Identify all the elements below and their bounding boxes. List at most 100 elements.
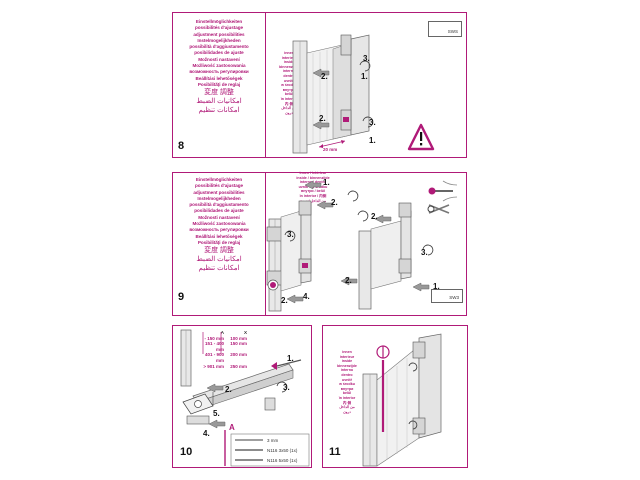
label-line: Posibilităţi de reglaj — [197, 81, 241, 87]
right-frame-post — [340, 34, 370, 136]
panel-divider — [265, 13, 266, 157]
instruction-panel-9: Einstellmöglichkeiten possibilités d'aju… — [172, 171, 467, 316]
wall-profile — [180, 329, 192, 387]
adjustment-labels: Einstellmöglichkeiten possibilités d'aju… — [177, 177, 261, 273]
label-line: Možnosti nastavení — [198, 56, 240, 62]
hardware-label: N116 5x50 (1x) — [267, 458, 298, 463]
step-label: 2. — [319, 114, 326, 123]
wrench-icon — [428, 180, 458, 202]
step-label: 3. — [363, 54, 370, 63]
rotate-arrow — [408, 362, 418, 430]
hardware-label: N116 3x50 (1x) — [267, 448, 298, 453]
tension-rod — [376, 345, 390, 432]
rotate-arrow — [359, 60, 374, 128]
label-line: Posibilităţi de reglaj — [197, 239, 241, 245]
step-label: 2. — [225, 385, 232, 394]
adjust-knob-icon — [267, 279, 279, 291]
step-label: 4. — [303, 292, 310, 301]
step-number: 9 — [178, 291, 185, 303]
drill-icon — [271, 359, 302, 370]
label-line: Možnosti nastavení — [198, 214, 240, 220]
label-line: Możliwość zastosowania — [192, 63, 246, 69]
step-label: 1. — [433, 282, 440, 291]
label-line: Einstellmöglichkeiten — [195, 177, 243, 182]
step-label: 2. — [371, 212, 378, 221]
label-line: امكانيات الضبط — [196, 98, 242, 106]
left-frame-post — [292, 40, 308, 154]
step-label: 3. — [421, 248, 428, 257]
step-number: 11 — [329, 446, 341, 458]
step-label: 5. — [213, 409, 220, 418]
step-label: 4. — [203, 429, 210, 438]
warning-icon — [407, 123, 435, 151]
adjustment-labels: Einstellmöglichkeiten possibilités d'aju… — [177, 19, 261, 115]
label-line: Beállítási lehetőségek — [195, 75, 243, 81]
left-frame-post — [362, 373, 378, 467]
step-label: 3. — [287, 230, 294, 239]
label-line: Instelmogelijkheden — [197, 195, 241, 201]
rotate-arrow — [276, 381, 288, 393]
product-code-box: SW3 — [431, 289, 463, 303]
step-label: 2. — [345, 276, 352, 285]
bracket-clip — [264, 397, 276, 411]
step-label: 1. — [323, 178, 330, 187]
step-label: 2. — [321, 72, 328, 81]
label-line: امكانيات الضبط — [196, 256, 242, 264]
step-label: 1. — [369, 136, 376, 145]
label-line: posibilidades de ajuste — [194, 208, 244, 214]
instruction-panel-8: Einstellmöglichkeiten possibilités d'aju… — [172, 12, 467, 158]
right-frame-post — [298, 200, 312, 284]
product-code-box: SWS — [428, 21, 462, 37]
dimension-label: 20 mm — [323, 147, 337, 152]
label-line: возможность регулировки — [189, 227, 249, 233]
label-line: Einstellmöglichkeiten — [195, 19, 243, 24]
label-line: 変度 調整 — [204, 89, 234, 97]
step-label: 1. — [361, 72, 368, 81]
panel-8-illustration: 20 mm 2. 3. 1. 2. 3. 1. — [292, 34, 435, 154]
hardware-label: 3 mm — [267, 438, 279, 443]
dimension-line: 20 mm — [318, 140, 346, 152]
dimension-line — [202, 332, 222, 354]
step-number: 10 — [180, 446, 193, 458]
screen-panel — [376, 345, 420, 467]
label-line: Instelmogelijkheden — [197, 37, 241, 43]
step-label: 2. — [281, 296, 288, 305]
step-label: 3. — [283, 383, 290, 392]
hardware-legend: 3 mm N116 3x50 (1x) N116 5x50 (1x) — [230, 433, 310, 467]
step-label: 3. — [369, 118, 376, 127]
label-line: possibilités d'ajustage — [195, 183, 243, 189]
label-line: Możliwość zastosowania — [192, 221, 246, 227]
label-line: 変度 調整 — [204, 247, 234, 255]
label-line: возможность регулировки — [189, 69, 249, 75]
panel-9-illustration: 1. 2. 3. 2. 4. 2. 2. 3. 1. — [266, 178, 458, 312]
label-line: possibilités d'ajustage — [195, 25, 243, 31]
frame-profile — [192, 363, 294, 411]
label-line: امكانات تنظيم — [198, 265, 240, 273]
slide-arrow — [206, 383, 226, 429]
label-line: posibilidades de ajuste — [194, 50, 244, 56]
label-line: امكانات تنظيم — [198, 107, 240, 115]
label-line: adjustment possibilities — [193, 189, 245, 195]
callout-label: A — [229, 423, 235, 432]
panel-divider — [265, 173, 266, 315]
right-assembly — [358, 202, 412, 310]
label-line: Beállítási lehetőségek — [195, 233, 243, 239]
step-label: 1. — [287, 354, 294, 363]
rotate-arrow — [284, 190, 434, 256]
step-label: 2. — [331, 198, 338, 207]
step-number: 8 — [178, 140, 185, 152]
panel-10-illustration: A 3 mm N116 3x50 (1x) N116 5x50 (1x) 1. … — [180, 329, 310, 467]
label-line: possibilità d'aggiustamento — [189, 202, 249, 208]
label-line: adjustment possibilities — [193, 31, 245, 37]
slide-arrow — [286, 180, 430, 304]
panel-11-illustration — [362, 333, 442, 467]
label-line: possibilità d'aggiustamento — [189, 44, 249, 50]
end-bracket — [182, 393, 214, 425]
screen-panel — [280, 210, 302, 292]
key-icon — [427, 204, 450, 214]
